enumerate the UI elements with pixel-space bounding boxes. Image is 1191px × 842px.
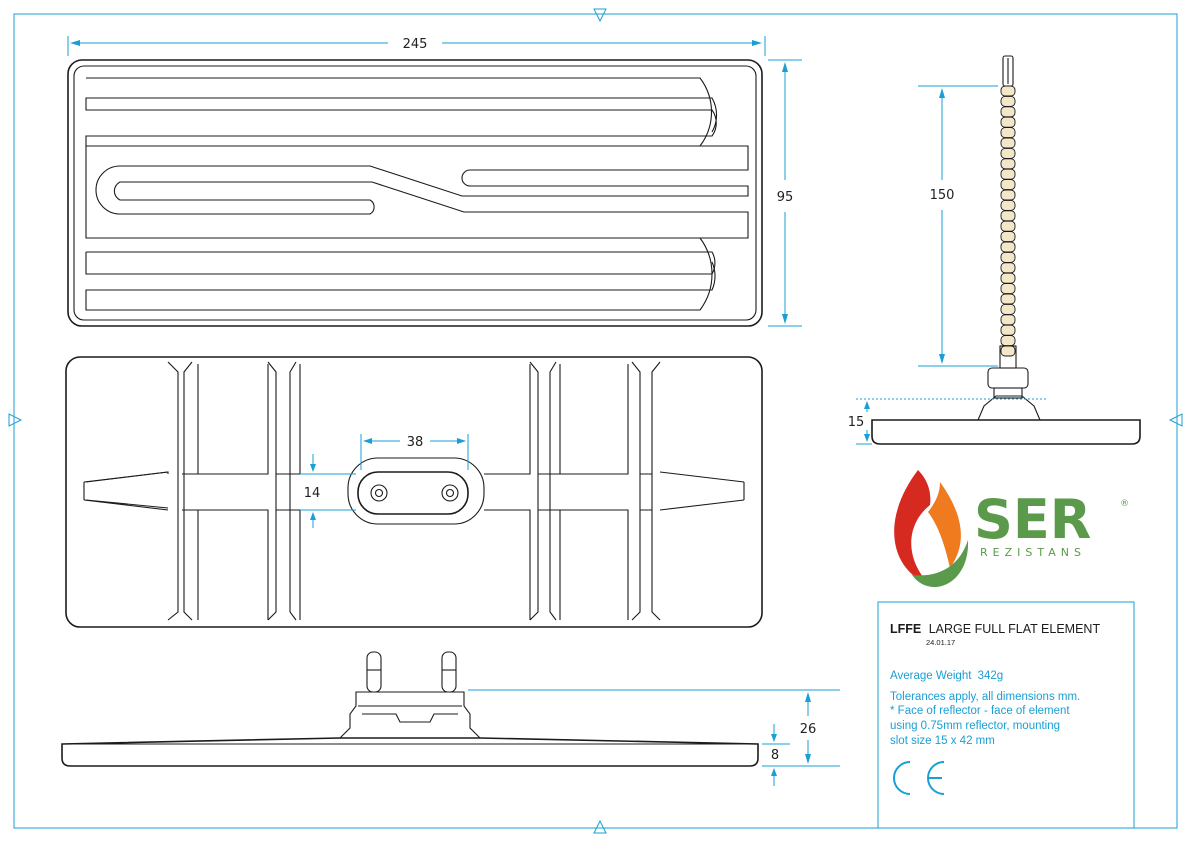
mounting-boss xyxy=(347,457,485,525)
lead-bead xyxy=(1000,251,1016,263)
lead-beads xyxy=(1000,85,1016,357)
lead-bead xyxy=(1000,220,1016,232)
lead-bead xyxy=(1000,137,1016,149)
note-line-3: using 0.75mm reflector, mounting xyxy=(890,720,1060,732)
logo-brand: SER xyxy=(974,488,1091,551)
bottom-view-outline xyxy=(65,356,763,628)
coil-groove-middle xyxy=(85,145,749,239)
lead-bead xyxy=(1000,231,1016,243)
terminal-pin-left xyxy=(366,651,382,693)
dimension-base-height: 15 xyxy=(848,415,865,430)
lead-bead xyxy=(1000,106,1016,118)
ce-mark-icon xyxy=(893,761,945,795)
terminal-right xyxy=(441,484,459,502)
weight-value: 342g xyxy=(978,670,1004,682)
lead-bead xyxy=(1000,303,1016,315)
logo-subtitle: REZISTANS xyxy=(980,546,1086,559)
svg-text:LFFE LARGE FULL FLAT ELE: LFFE LARGE FULL FLAT ELEMENT xyxy=(890,622,1100,636)
dimension-total-height: 26 xyxy=(800,722,817,737)
lead-bead xyxy=(1000,168,1016,180)
logo-registered-mark: ® xyxy=(1120,499,1129,509)
side-view-plate xyxy=(61,737,759,767)
dimension-slot-length: 38 xyxy=(407,435,424,450)
top-view-inner-outline xyxy=(73,65,757,321)
svg-text:Average Weight 342g: Average Weight 342g xyxy=(890,670,1003,682)
lead-bead xyxy=(1000,335,1016,347)
lead-bead xyxy=(1000,85,1016,97)
lead-bead xyxy=(1000,272,1016,284)
lead-bead xyxy=(1000,293,1016,305)
lead-bead xyxy=(1000,147,1016,159)
dimension-width: 95 xyxy=(777,190,794,205)
center-mark-left xyxy=(8,413,23,427)
center-mark-top xyxy=(593,8,607,23)
drawing-frame xyxy=(13,13,1178,829)
note-line-1: Tolerances apply, all dimensions mm. xyxy=(890,691,1080,703)
lead-bead xyxy=(1000,179,1016,191)
end-view-nut xyxy=(987,367,1029,389)
side-view: 26 8 xyxy=(61,651,840,786)
flame-icon xyxy=(894,470,969,588)
lead-bead xyxy=(1000,158,1016,170)
lead-bead xyxy=(1000,127,1016,139)
lead-bead xyxy=(1000,314,1016,326)
center-mark-bottom xyxy=(593,819,607,834)
terminal-pin-right xyxy=(441,651,457,693)
lead-bead xyxy=(1000,262,1016,274)
lead-bead xyxy=(1000,241,1016,253)
bottom-view: 38 14 xyxy=(65,356,763,628)
lead-bead xyxy=(1000,116,1016,128)
side-view-base xyxy=(339,691,481,739)
end-view-base xyxy=(977,395,1041,421)
product-code: LFFE xyxy=(890,622,921,636)
title-block: LFFE LARGE FULL FLAT ELEMENT 24.01.17 Av… xyxy=(877,601,1135,829)
note-line-4: slot size 15 x 42 mm xyxy=(890,735,995,747)
weight-label: Average Weight xyxy=(890,670,972,682)
coil-groove-top xyxy=(85,77,718,147)
note-line-2: * Face of reflector - face of element xyxy=(890,705,1070,717)
product-name: LARGE FULL FLAT ELEMENT xyxy=(929,622,1101,636)
lead-bead xyxy=(1000,95,1016,107)
top-view-outline xyxy=(67,59,763,327)
top-view: 245 95 xyxy=(67,36,802,327)
mounting-slot xyxy=(357,471,469,515)
center-mark-right xyxy=(1168,413,1183,427)
dimension-length: 245 xyxy=(403,37,428,52)
lead-bead xyxy=(1000,199,1016,211)
dimension-plate-thickness: 8 xyxy=(771,748,779,763)
insulated-lead xyxy=(1002,55,1014,87)
ser-logo: SER ® REZISTANS xyxy=(894,470,1129,588)
lead-bead xyxy=(1000,189,1016,201)
dimension-stem-height: 150 xyxy=(930,188,955,203)
lead-bead xyxy=(1000,210,1016,222)
end-view: 150 15 xyxy=(848,55,1141,445)
terminal-left xyxy=(370,484,388,502)
end-view-plate xyxy=(871,419,1141,445)
coil-groove-lower xyxy=(85,251,716,275)
lead-bead xyxy=(1000,324,1016,336)
coil-groove-bottom xyxy=(85,237,716,311)
lead-bead xyxy=(1000,283,1016,295)
drawing-date: 24.01.17 xyxy=(926,638,955,647)
dimension-slot-width: 14 xyxy=(304,486,321,501)
lead-bead xyxy=(1000,345,1016,357)
